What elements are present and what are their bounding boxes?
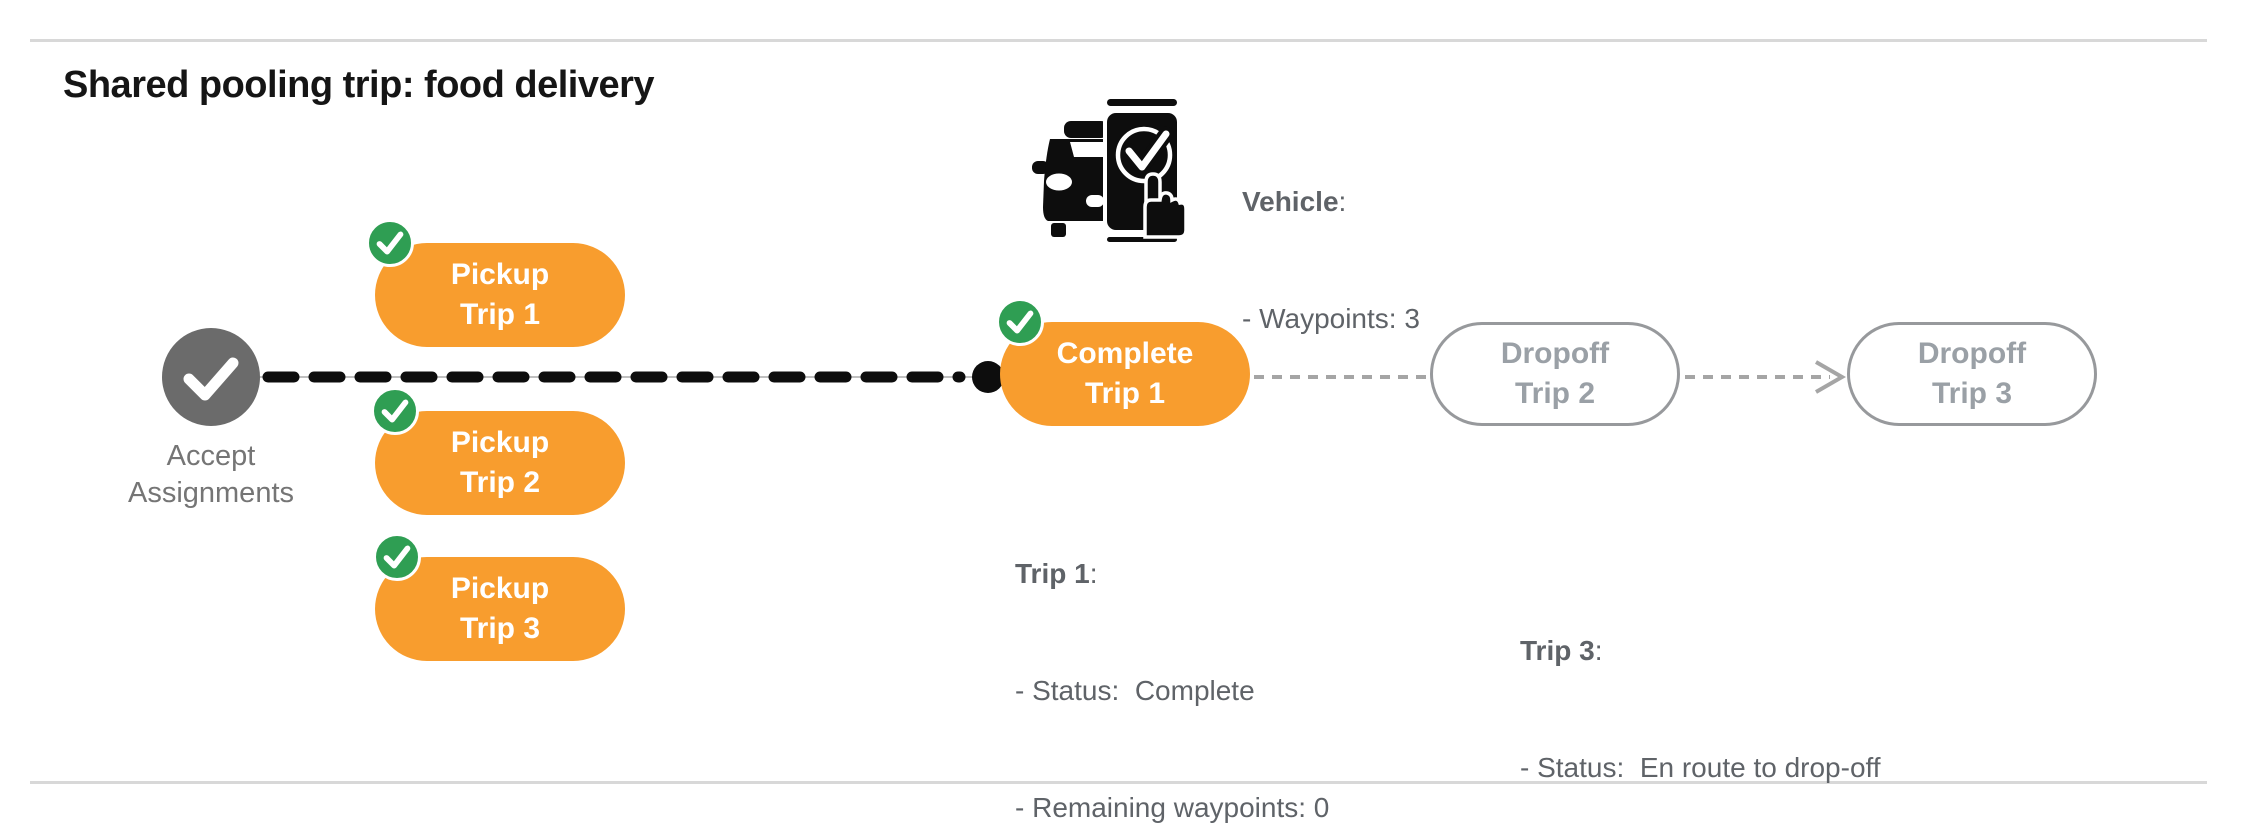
- check-badge-pickup-1: [366, 219, 414, 267]
- check-icon: [1006, 310, 1034, 334]
- check-badge-pickup-3: [373, 533, 421, 581]
- page-title: Shared pooling trip: food delivery: [63, 64, 655, 106]
- check-icon: [183, 357, 239, 401]
- check-badge-complete-1: [996, 298, 1044, 346]
- check-icon: [381, 399, 409, 423]
- trip-1-2-status-block: Trip 1: - Status: Complete - Remaining w…: [1015, 476, 1376, 825]
- check-badge-pickup-2: [371, 387, 419, 435]
- arrowhead-icon: [1815, 360, 1847, 394]
- vehicle-waypoints: - Waypoints: 3: [1242, 303, 1420, 334]
- top-divider: [30, 39, 2207, 42]
- check-icon: [383, 545, 411, 569]
- trip-1-heading: Trip 1:: [1015, 558, 1098, 589]
- trip-3-status-block: Trip 3: - Status: En route to drop-off -…: [1520, 553, 1881, 825]
- trip-3-heading: Trip 3:: [1520, 635, 1603, 666]
- vehicle-label: Vehicle: [1242, 186, 1339, 217]
- accept-assignments-node: [162, 328, 260, 426]
- vehicle-label-line: Vehicle:: [1242, 186, 1347, 217]
- trip-1-waypoints-line: - Remaining waypoints: 0: [1015, 792, 1330, 823]
- current-position-dot: [972, 361, 1004, 393]
- vehicle-info: Vehicle: - Waypoints: 3: [1242, 104, 1420, 416]
- check-icon: [376, 231, 404, 255]
- accept-assignments-label: Accept Assignments: [127, 440, 294, 509]
- trip-3-status-line: - Status: En route to drop-off: [1520, 752, 1881, 783]
- trip-1-status-line: - Status: Complete: [1015, 675, 1255, 706]
- bottom-divider: [30, 781, 2207, 784]
- car-phone-check-icon: [1032, 95, 1188, 246]
